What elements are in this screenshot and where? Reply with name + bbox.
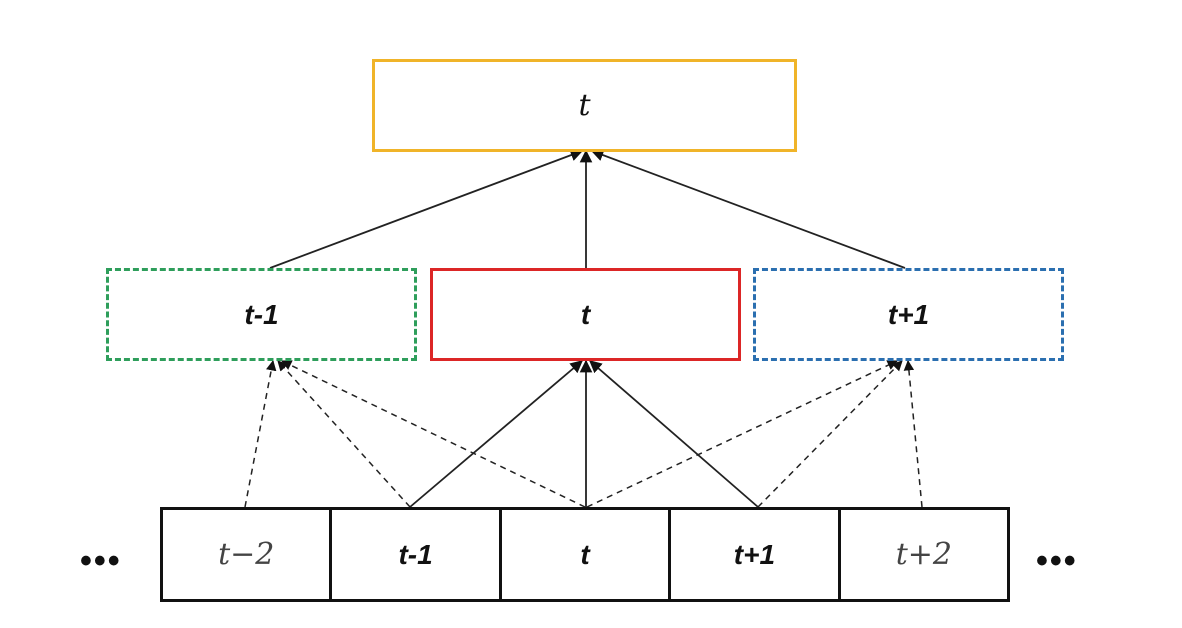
sequence-cell-label: t <box>580 538 590 570</box>
edge-seq-t-to-mid-left <box>281 360 586 508</box>
edge-seq-t+2-to-mid-right <box>903 359 923 508</box>
top-output-box: t <box>372 59 797 152</box>
sequence-cell: t <box>502 510 672 599</box>
edge-seq-t-2-to-mid-left <box>244 359 277 508</box>
edge-seq-t-to-mid-right <box>586 360 898 508</box>
sequence-cell-label: t+1 <box>733 538 776 570</box>
top-box-label: t <box>578 88 591 123</box>
sequence-cell-label: t-1 <box>398 538 433 570</box>
input-sequence: t−2 t-1 t t+1 t+2 <box>160 507 1010 602</box>
middle-box-center: t <box>430 268 741 361</box>
sequence-leading-ellipsis: ••• <box>80 542 122 580</box>
middle-box-center-label: t <box>580 298 591 330</box>
sequence-cell-label: t−2 <box>218 537 275 572</box>
middle-box-left: t-1 <box>106 268 417 361</box>
middle-box-right-label: t+1 <box>887 298 930 330</box>
middle-box-left-label: t-1 <box>244 298 279 330</box>
edge-seq-t-1-to-mid-center <box>409 360 583 508</box>
middle-box-right: t+1 <box>753 268 1064 361</box>
sequence-cell: t-1 <box>332 510 502 599</box>
sequence-trailing-ellipsis: ••• <box>1036 542 1078 580</box>
edge-seq-t+1-to-mid-center <box>589 360 759 508</box>
edge-mid-left-to-top <box>269 149 584 269</box>
edge-seq-t+1-to-mid-right <box>757 360 903 508</box>
sequence-cell: t−2 <box>163 510 333 599</box>
sequence-cell: t+2 <box>841 510 1007 599</box>
sequence-cell-label: t+2 <box>895 537 952 572</box>
edge-seq-t-1-to-mid-left <box>277 360 411 508</box>
sequence-cell: t+1 <box>671 510 841 599</box>
edge-mid-right-to-top <box>590 149 906 269</box>
